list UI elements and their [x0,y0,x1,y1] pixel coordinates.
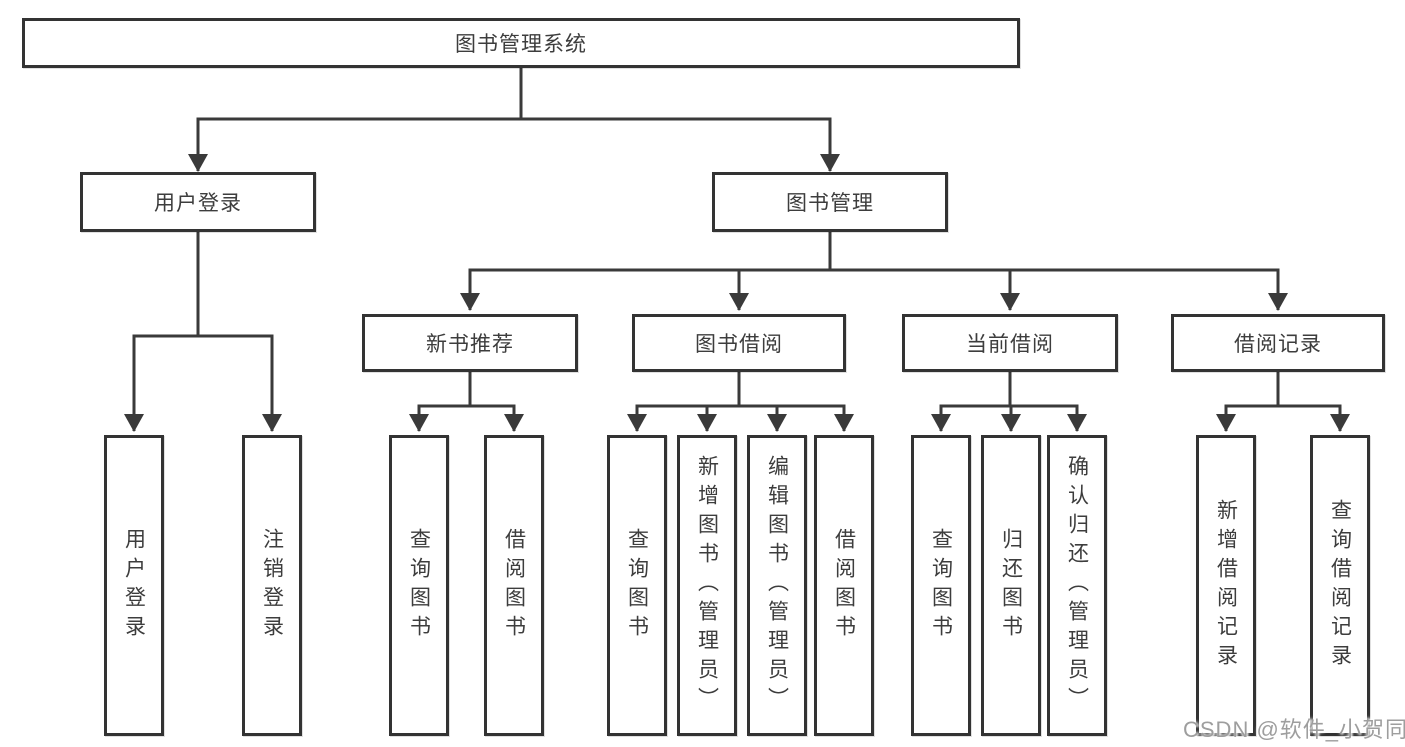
leaf-return-book: 归还图书 [981,435,1041,736]
leaf-logout: 注销登录 [242,435,302,736]
node-label: 用户登录 [154,192,242,215]
leaf-confirm-return-admin: 确认归还（管理员） [1047,435,1107,736]
node-label: 新增图书（管理员） [695,455,719,716]
watermark: CSDN @软件_小贺同学 [1183,717,1405,742]
leaf-add-borrow-record: 新增借阅记录 [1196,435,1256,736]
leaf-query-book-recommend: 查询图书 [389,435,449,736]
leaf-user-login: 用户登录 [104,435,164,736]
leaf-query-book-borrow: 查询图书 [607,435,667,736]
node-current-borrow: 当前借阅 [902,314,1118,372]
node-user-login: 用户登录 [80,172,316,232]
node-borrow-records: 借阅记录 [1171,314,1385,372]
node-label: 借阅图书 [502,527,526,644]
node-book-borrow: 图书借阅 [632,314,846,372]
leaf-query-book-current: 查询图书 [911,435,971,736]
leaf-borrow-book-recommend: 借阅图书 [484,435,544,736]
node-label: 图书管理 [786,192,874,215]
node-label: 查询借阅记录 [1328,498,1352,673]
node-label: 图书借阅 [695,333,783,356]
node-label: 当前借阅 [966,333,1054,356]
leaf-borrow-book: 借阅图书 [814,435,874,736]
node-label: 编辑图书（管理员） [765,455,789,716]
node-label: 查询图书 [625,527,649,644]
node-label: 新增借阅记录 [1214,498,1238,673]
node-label: 查询图书 [929,527,953,644]
node-book-management: 图书管理 [712,172,948,232]
node-label: 归还图书 [999,527,1023,644]
node-label: 图书管理系统 [455,33,587,56]
node-label: 借阅记录 [1234,333,1322,356]
node-library-management-system: 图书管理系统 [22,18,1020,68]
node-label: 新书推荐 [426,333,514,356]
node-label: 用户登录 [122,527,146,644]
leaf-edit-book-admin: 编辑图书（管理员） [747,435,807,736]
node-label: 确认归还（管理员） [1065,455,1089,716]
leaf-query-borrow-record: 查询借阅记录 [1310,435,1370,736]
node-new-book-recommend: 新书推荐 [362,314,578,372]
node-label: 注销登录 [260,527,284,644]
node-label: 借阅图书 [832,527,856,644]
leaf-add-book-admin: 新增图书（管理员） [677,435,737,736]
node-label: 查询图书 [407,527,431,644]
